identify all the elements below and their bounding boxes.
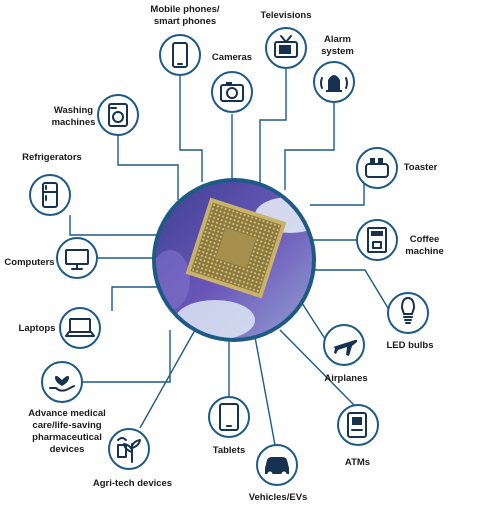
airplane-icon — [333, 339, 358, 356]
toaster-icon — [365, 158, 389, 178]
tablet-icon — [219, 403, 239, 431]
connector-led — [300, 269, 392, 314]
label-toaster: Toaster — [403, 162, 438, 173]
camera-icon — [220, 82, 244, 102]
label-vehicles: Vehicles/EVs — [248, 492, 308, 503]
label-laptops: Laptops — [18, 323, 56, 334]
label-tv: Televisions — [260, 10, 312, 21]
car-icon — [265, 457, 289, 477]
label-agri: Agri-tech devices — [92, 478, 173, 489]
washing-machine-icon — [108, 103, 128, 127]
television-icon — [274, 35, 298, 58]
center-chip — [152, 178, 316, 342]
connector-lines — [69, 68, 392, 446]
label-led: LED bulbs — [386, 340, 434, 351]
label-washing: Washing machines — [51, 105, 96, 128]
label-airplanes: Airplanes — [324, 373, 368, 384]
atm-icon — [347, 412, 367, 438]
smartphone-icon — [172, 42, 188, 68]
coffee-machine-icon — [367, 227, 387, 253]
label-medical: Advance medical care/life-saving pharmac… — [28, 408, 106, 455]
node-atms — [337, 404, 379, 446]
connector-mobile — [179, 73, 203, 182]
node-airplanes — [323, 324, 365, 366]
node-computers — [56, 237, 98, 279]
node-fridge — [29, 174, 71, 216]
connector-fridge — [69, 215, 160, 236]
node-laptops — [59, 307, 101, 349]
node-medical — [41, 361, 83, 403]
connector-toaster — [310, 175, 365, 206]
label-atms: ATMs — [344, 457, 371, 468]
application-nodes — [29, 27, 429, 486]
refrigerator-icon — [42, 182, 58, 208]
node-tablets — [208, 396, 250, 438]
node-coffee — [356, 219, 398, 261]
node-washing — [97, 94, 139, 136]
alarm-bell-icon — [320, 75, 348, 92]
label-tablets: Tablets — [212, 445, 246, 456]
connector-atms — [279, 329, 356, 407]
label-cameras: Cameras — [211, 52, 253, 63]
node-toaster — [356, 147, 398, 189]
node-cameras — [211, 71, 253, 113]
connector-medical — [82, 330, 171, 383]
label-fridge: Refrigerators — [22, 152, 82, 163]
connector-agri — [139, 329, 196, 429]
laptop-icon — [65, 318, 95, 337]
node-tv — [265, 27, 307, 69]
connector-vehicles — [254, 336, 276, 446]
label-computers: Computers — [4, 257, 55, 268]
connector-laptops — [111, 286, 160, 311]
monitor-icon — [65, 249, 89, 270]
node-agri — [108, 428, 150, 470]
connector-airplanes — [299, 299, 330, 346]
connector-washing — [117, 134, 179, 200]
label-alarm: Alarm system — [321, 34, 354, 57]
connector-alarm — [284, 102, 335, 190]
agri-tech-icon — [117, 437, 141, 463]
node-led — [387, 292, 429, 334]
node-vehicles — [256, 444, 298, 486]
node-alarm — [313, 61, 355, 103]
led-bulb-icon — [401, 297, 415, 324]
label-mobile: Mobile phones/ smart phones — [150, 4, 220, 27]
medical-heart-hand-icon — [49, 375, 75, 392]
connector-tv — [259, 68, 287, 184]
label-coffee: Coffee machine — [405, 234, 444, 257]
node-mobile — [159, 34, 201, 76]
